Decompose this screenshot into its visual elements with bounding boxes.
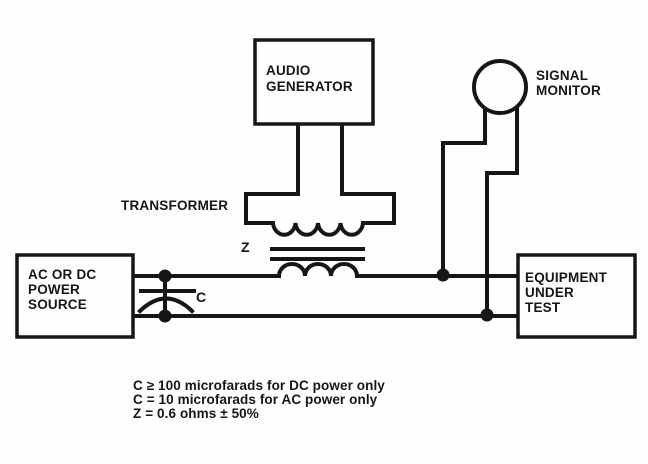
capacitor-c-label: C — [196, 289, 206, 305]
power-source-label-line2: POWER — [28, 282, 80, 297]
equipment-under-test-box — [516, 253, 637, 339]
transformer-label: TRANSFORMER — [121, 198, 228, 213]
note-impedance-tolerance: Z = 0.6 ohms ± 50% — [133, 406, 259, 421]
audio-generator-label-line2: GENERATOR — [266, 79, 353, 94]
equipment-under-test-label-line2: UNDER — [525, 285, 574, 300]
monitor-lead-top-rail — [441, 96, 487, 276]
note-capacitor-ac: C = 10 microfarads for AC power only — [133, 392, 378, 407]
capacitor-curved-plate — [137, 296, 195, 314]
top-rail-with-secondary-winding — [131, 262, 522, 278]
transformer-primary-winding — [244, 122, 396, 237]
equipment-under-test-label-line1: EQUIPMENT — [525, 270, 608, 285]
impedance-z-label: Z — [241, 239, 250, 255]
power-source-box — [15, 253, 135, 339]
junction-dot-monitor-bottom-rail — [480, 308, 494, 322]
signal-monitor-label-line1: SIGNAL — [536, 68, 588, 83]
audio-generator-box — [253, 38, 375, 126]
monitor-lead-bottom-rail — [485, 96, 519, 316]
junction-dot-capacitor-top — [158, 269, 172, 283]
signal-monitor-circle — [472, 59, 528, 115]
power-source-label-line1: AC OR DC — [28, 267, 96, 282]
note-capacitor-dc: C ≥ 100 microfarads for DC power only — [133, 378, 385, 393]
junction-dot-capacitor-bottom — [158, 309, 172, 323]
equipment-under-test-label-line3: TEST — [525, 300, 561, 315]
audio-generator-label-line1: AUDIO — [266, 63, 311, 78]
junction-dot-monitor-top-rail — [436, 268, 450, 282]
power-source-label-line3: SOURCE — [28, 297, 87, 312]
signal-monitor-label-line2: MONITOR — [536, 83, 601, 98]
